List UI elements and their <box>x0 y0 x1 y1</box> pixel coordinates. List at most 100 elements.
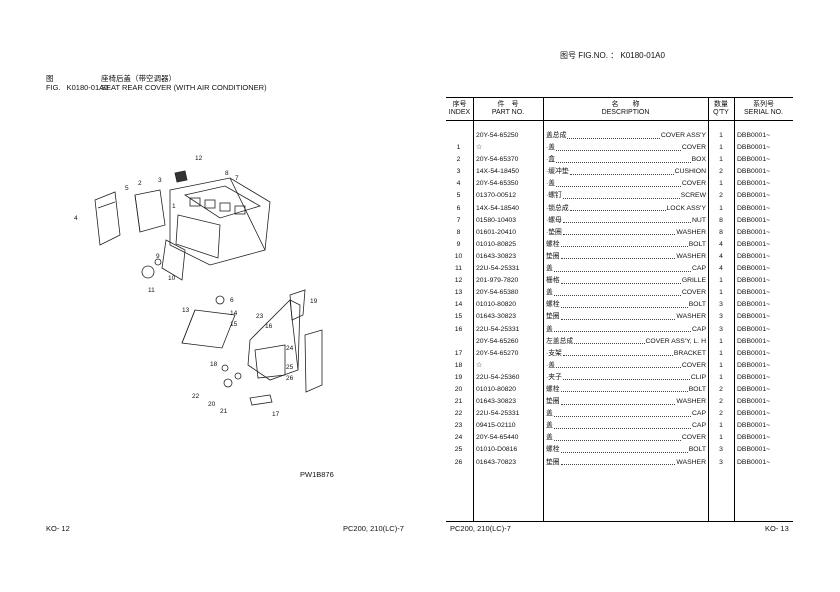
row-desc-cn: ·垫圈 <box>546 228 562 236</box>
row-part-no: 01643-70823 <box>476 458 517 466</box>
row-desc-cn: ·锁总成 <box>546 204 569 212</box>
row-desc-en: WASHER <box>676 398 706 406</box>
leader-dots <box>556 360 681 369</box>
row-serial: DBB0001~ <box>737 385 771 393</box>
row-desc-cn: 螺栓 <box>546 446 560 454</box>
callout-22: 22 <box>192 393 200 400</box>
leader-dots <box>553 263 692 272</box>
leader-dots <box>556 142 681 151</box>
leader-dots <box>553 432 681 441</box>
callout-labels: 12 3 2 5 8 7 1 4 11 10 9 13 6 14 15 19 2… <box>74 155 318 418</box>
row-qty: 3 <box>719 325 723 333</box>
row-qty: 1 <box>719 277 723 285</box>
header-part-cn: 件 号 <box>497 101 519 108</box>
row-desc-en: BOLT <box>688 240 706 248</box>
row-part-no: 20Y-54-65370 <box>476 156 519 164</box>
leader-dots <box>560 239 688 248</box>
row-serial: DBB0001~ <box>737 410 771 418</box>
row-description: ·夹子 CLIP <box>546 372 706 384</box>
washer-21-shape <box>234 372 242 380</box>
leader-dots <box>569 203 666 212</box>
row-desc-cn: 螺栓 <box>546 385 560 393</box>
row-index: 21 <box>454 398 463 406</box>
header-index-en: INDEX <box>448 109 471 116</box>
callout-18: 18 <box>210 361 218 368</box>
row-index: 19 <box>454 373 463 381</box>
leader-dots <box>560 444 688 453</box>
row-desc-cn: 螺栓 <box>546 301 560 309</box>
header-qty-cn: 数量 <box>714 101 728 108</box>
seat-rear-cover-shape <box>161 177 271 281</box>
header-part-en: PART NO. <box>491 109 525 116</box>
washer-10-shape <box>154 258 162 266</box>
leader-dots <box>562 348 673 357</box>
row-part-no: 14X-54-18450 <box>476 168 520 176</box>
row-qty: 1 <box>719 361 723 369</box>
figure-number-header: 图号 FIG.NO. ： K0180-01A0 <box>560 50 665 61</box>
leader-dots <box>560 384 688 393</box>
row-desc-cn: ·缓冲垫 <box>546 168 569 176</box>
figure-title-cn: 座椅后盖（带空调器） <box>101 74 176 83</box>
row-index: 25 <box>454 446 463 454</box>
row-qty: 1 <box>719 422 723 430</box>
row-index: 23 <box>454 422 463 430</box>
leader-dots <box>553 408 692 417</box>
row-desc-cn: 盖 <box>546 422 553 430</box>
callout-1: 1 <box>172 203 176 210</box>
exploded-parts-diagram: 12 3 2 5 8 7 1 4 11 10 9 13 6 14 15 19 2… <box>74 155 323 418</box>
row-desc-cn: 垫圈 <box>546 252 560 260</box>
row-desc-cn: 垫圈 <box>546 398 560 406</box>
row-part-no: 01580-10403 <box>476 216 517 224</box>
row-desc-en: WASHER <box>676 313 706 321</box>
row-desc-en: CLIP <box>690 373 706 381</box>
row-serial: DBB0001~ <box>737 216 771 224</box>
header-desc-en: DESCRIPTION <box>601 109 650 116</box>
row-serial: DBB0001~ <box>737 168 771 176</box>
row-qty: 8 <box>719 228 723 236</box>
row-serial: DBB0001~ <box>737 204 771 212</box>
row-desc-en: COVER <box>681 361 706 369</box>
row-desc-cn: 盖 <box>546 434 553 442</box>
row-index: 13 <box>454 289 463 297</box>
row-desc-en: WASHER <box>676 458 706 466</box>
page-number-left: KO- 12 <box>46 524 70 533</box>
callout-7: 7 <box>235 175 239 182</box>
row-serial: DBB0001~ <box>737 434 771 442</box>
callout-24: 24 <box>286 345 294 352</box>
leader-dots <box>560 299 688 308</box>
row-desc-en: WASHER <box>676 252 706 260</box>
row-index: 15 <box>454 313 463 321</box>
row-serial: DBB0001~ <box>737 398 771 406</box>
leader-dots <box>562 215 692 224</box>
row-qty: 1 <box>719 349 723 357</box>
fig-code: K0180-01A0 <box>66 83 109 92</box>
row-desc-cn: ·夹子 <box>546 373 562 381</box>
column-divider <box>543 98 544 521</box>
callout-23: 23 <box>256 313 264 320</box>
row-desc-cn: 左盖总成 <box>546 337 574 345</box>
row-qty: 1 <box>719 434 723 442</box>
row-desc-en: BOLT <box>688 385 706 393</box>
callout-3: 3 <box>158 177 162 184</box>
row-qty: 1 <box>719 144 723 152</box>
row-part-no: 20Y-54-65250 <box>476 132 519 139</box>
row-qty: 1 <box>719 156 723 164</box>
leader-dots <box>560 311 676 320</box>
row-serial: DBB0001~ <box>737 313 771 321</box>
row-index: 22 <box>454 410 463 418</box>
